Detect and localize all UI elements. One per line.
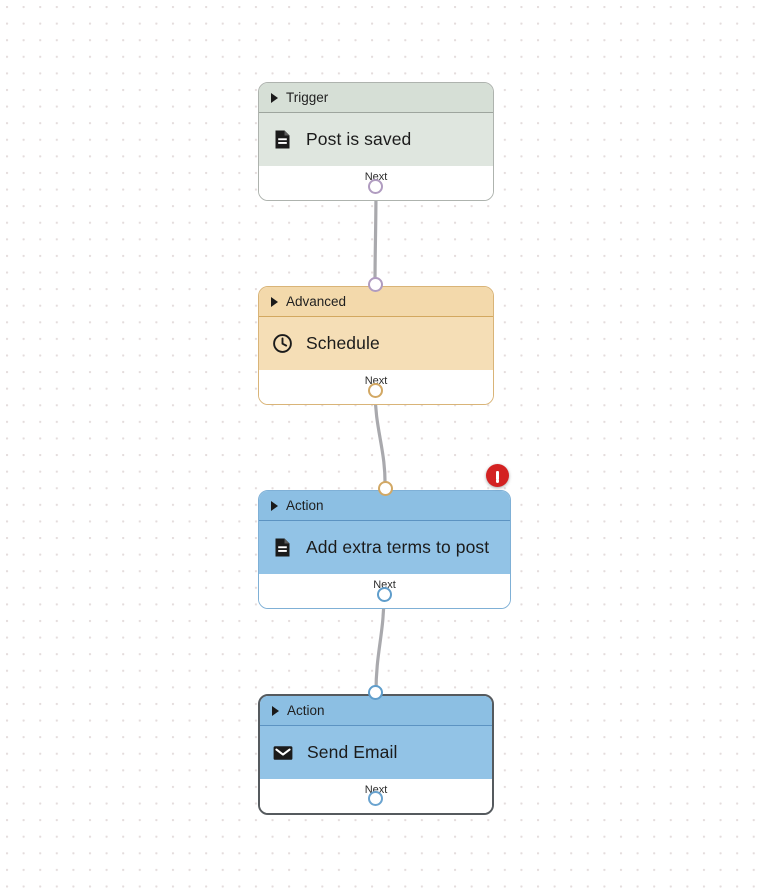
node-advanced-schedule[interactable]: Advanced Schedule Next — [258, 286, 494, 405]
envelope-icon — [272, 742, 294, 764]
node-body[interactable]: Send Email — [260, 726, 492, 779]
chevron-right-icon[interactable] — [272, 705, 279, 716]
node-footer-next[interactable]: Next — [259, 166, 493, 188]
node-title: Send Email — [307, 742, 398, 762]
node-type-label: Action — [286, 498, 324, 513]
node-header[interactable]: Trigger — [259, 83, 493, 113]
chevron-right-icon[interactable] — [271, 296, 278, 307]
chevron-right-icon[interactable] — [271, 92, 278, 103]
node-footer-spacer — [259, 596, 510, 608]
clock-icon — [271, 333, 293, 355]
exclamation-dot-icon — [495, 479, 500, 483]
port-email-output[interactable] — [368, 791, 383, 806]
node-title: Schedule — [306, 333, 380, 353]
node-type-label: Advanced — [286, 294, 347, 309]
node-header[interactable]: Action — [259, 491, 510, 521]
node-trigger-post-is-saved[interactable]: Trigger Post is saved Next — [258, 82, 494, 201]
chevron-right-icon[interactable] — [271, 500, 278, 511]
port-email-input[interactable] — [368, 685, 383, 700]
node-action-send-email[interactable]: Action Send Email Next — [258, 694, 494, 815]
document-icon — [271, 129, 293, 151]
node-title: Add extra terms to post — [306, 537, 490, 557]
node-body[interactable]: Schedule — [259, 317, 493, 370]
node-body[interactable]: Add extra terms to post — [259, 521, 510, 574]
node-header[interactable]: Action — [260, 696, 492, 726]
node-footer-spacer — [260, 801, 492, 813]
port-action-output[interactable] — [377, 587, 392, 602]
node-title: Post is saved — [306, 129, 412, 149]
port-advanced-input[interactable] — [368, 277, 383, 292]
error-badge[interactable] — [486, 464, 509, 487]
exclamation-icon — [495, 470, 500, 480]
port-advanced-output[interactable] — [368, 383, 383, 398]
node-type-label: Action — [287, 703, 325, 718]
node-type-label: Trigger — [286, 90, 329, 105]
node-footer-spacer — [259, 392, 493, 404]
document-icon — [271, 537, 293, 559]
node-footer-spacer — [259, 188, 493, 200]
node-body[interactable]: Post is saved — [259, 113, 493, 166]
port-action-input[interactable] — [378, 481, 393, 496]
node-header[interactable]: Advanced — [259, 287, 493, 317]
node-footer-next[interactable]: Next — [259, 370, 493, 392]
port-trigger-output[interactable] — [368, 179, 383, 194]
